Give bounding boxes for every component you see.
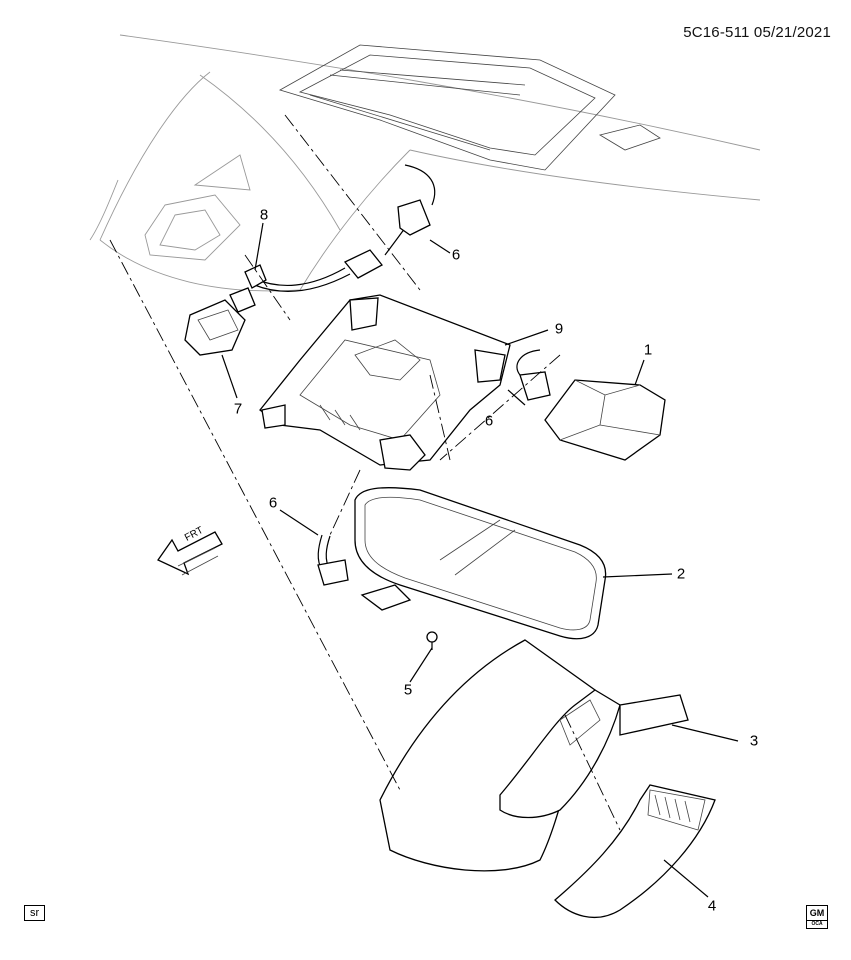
upper-bracket <box>144 154 251 261</box>
gm-logo-sub: OCA <box>807 920 827 927</box>
callout-8: 8 <box>259 206 269 224</box>
rearview-mirror <box>354 487 607 640</box>
callout-6-right: 6 <box>484 412 494 430</box>
connector-6-lower <box>317 534 349 586</box>
callout-9: 9 <box>554 320 564 338</box>
callout-6-top: 6 <box>451 246 461 264</box>
callout-5: 5 <box>403 681 413 699</box>
callout-6-left: 6 <box>268 494 278 512</box>
front-arrow-icon <box>157 531 223 576</box>
lower-cover <box>554 784 716 919</box>
gm-logo: GM OCA <box>806 905 828 929</box>
leader-lines <box>221 222 739 898</box>
callout-3: 3 <box>749 732 759 750</box>
callout-7: 7 <box>233 400 243 418</box>
alignment-lines <box>109 114 621 831</box>
mounting-bracket <box>259 294 511 471</box>
screw <box>426 631 438 650</box>
callout-2: 2 <box>676 565 686 583</box>
wiring-harness <box>244 164 436 292</box>
connector-7 <box>184 287 256 356</box>
camera-module <box>516 349 666 461</box>
headliner-outline <box>89 34 761 292</box>
callout-1: 1 <box>643 341 653 359</box>
gm-logo-letters: GM <box>809 908 825 918</box>
reference-code: 5C16-511 05/21/2021 <box>683 24 831 41</box>
corner-tag: sr <box>24 905 46 921</box>
overhead-console <box>278 44 661 171</box>
callout-4: 4 <box>707 897 717 915</box>
mirror-cover <box>379 639 689 872</box>
